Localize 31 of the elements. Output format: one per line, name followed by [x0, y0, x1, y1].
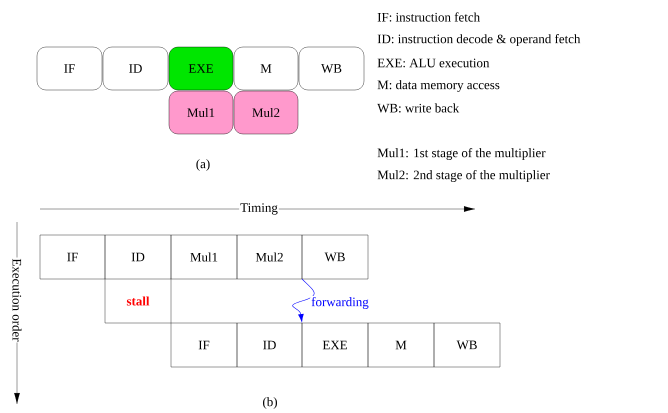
- legend-text: M: data memory access: [378, 80, 500, 92]
- stage-box: Mul1: [168, 90, 234, 134]
- pipeline-cell: ID: [104, 234, 172, 280]
- axis-label: Execution order: [12, 258, 22, 342]
- stall-cell: stall: [104, 278, 172, 324]
- edge-label: forwarding: [312, 297, 368, 309]
- stage-box: Mul2: [234, 90, 298, 134]
- legend-text: Mul1: 1st stage of the multiplier: [378, 148, 546, 160]
- legend-text: Mul2: 2nd stage of the multiplier: [378, 170, 550, 182]
- legend-text: EXE: ALU execution: [378, 58, 490, 68]
- pipeline-cell: IF: [170, 322, 238, 368]
- legend-text: WB: write back: [377, 103, 460, 113]
- pipeline-cell: M: [368, 322, 434, 368]
- axis-label: Timing: [240, 203, 278, 215]
- pipeline-cell: ID: [236, 322, 302, 368]
- stage-box: WB: [298, 46, 364, 90]
- stage-box: M: [234, 46, 298, 90]
- legend-text: ID: instruction decode & operand fetch: [378, 34, 580, 46]
- pipeline-cell: Mul2: [236, 234, 302, 280]
- stage-box: IF: [36, 46, 102, 90]
- pipeline-cell: WB: [302, 234, 368, 280]
- arrow: [292, 278, 314, 322]
- pipeline-cell: WB: [434, 322, 500, 368]
- pipeline-cell: IF: [40, 234, 106, 280]
- pipeline-cell: Mul1: [170, 234, 238, 280]
- pipeline-cell: EXE: [302, 322, 368, 368]
- stage-box: ID: [102, 46, 168, 90]
- stage-box: EXE: [168, 46, 234, 90]
- legend-text: IF: instruction fetch: [378, 12, 480, 22]
- panel-label: (b): [263, 397, 277, 409]
- panel-label: (a): [196, 159, 210, 171]
